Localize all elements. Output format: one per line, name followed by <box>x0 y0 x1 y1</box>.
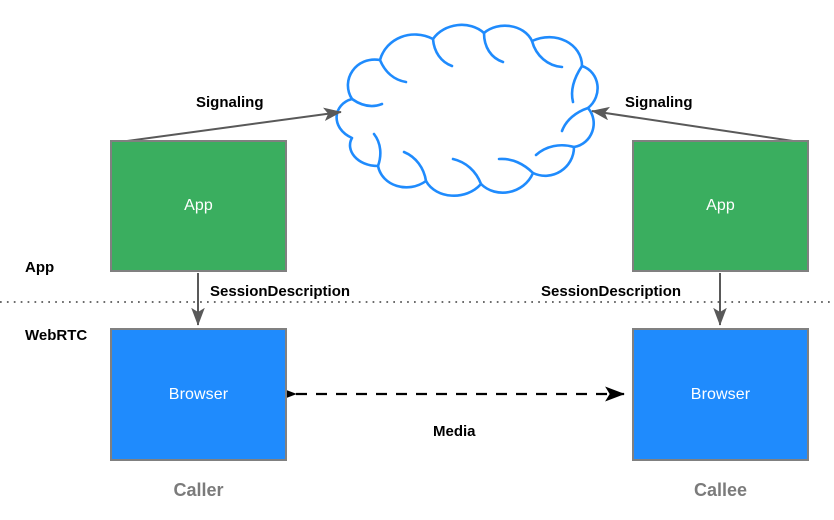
arrow-callee-signaling <box>591 106 794 142</box>
actor-label-callee: Callee <box>693 480 748 500</box>
edge-label-media: Media <box>433 423 476 440</box>
edge-label-callee-signaling: Signaling <box>625 94 693 111</box>
node-callee-browser[interactable]: Browser <box>632 328 809 461</box>
edge-label-caller-signaling: Signaling <box>196 94 264 111</box>
node-caller-app-label: App <box>184 197 213 214</box>
edge-label-caller-sessiondescription: SessionDescription <box>210 283 351 300</box>
node-caller-browser-label: Browser <box>168 385 229 403</box>
node-caller-app[interactable]: App <box>110 140 287 272</box>
actor-label-caller: Caller <box>173 480 224 500</box>
node-callee-browser-label: Browser <box>690 385 751 403</box>
edge-label-callee-sessiondescription: SessionDescription <box>541 283 682 300</box>
node-callee-app[interactable]: App <box>632 140 809 272</box>
node-caller-browser[interactable]: Browser <box>110 328 287 461</box>
signaling-cloud-icon <box>335 23 599 197</box>
node-callee-app-label: App <box>706 197 735 214</box>
layer-label-app: App <box>25 259 55 276</box>
layer-label-webrtc: WebRTC <box>25 327 88 344</box>
arrow-caller-signaling <box>126 107 342 142</box>
